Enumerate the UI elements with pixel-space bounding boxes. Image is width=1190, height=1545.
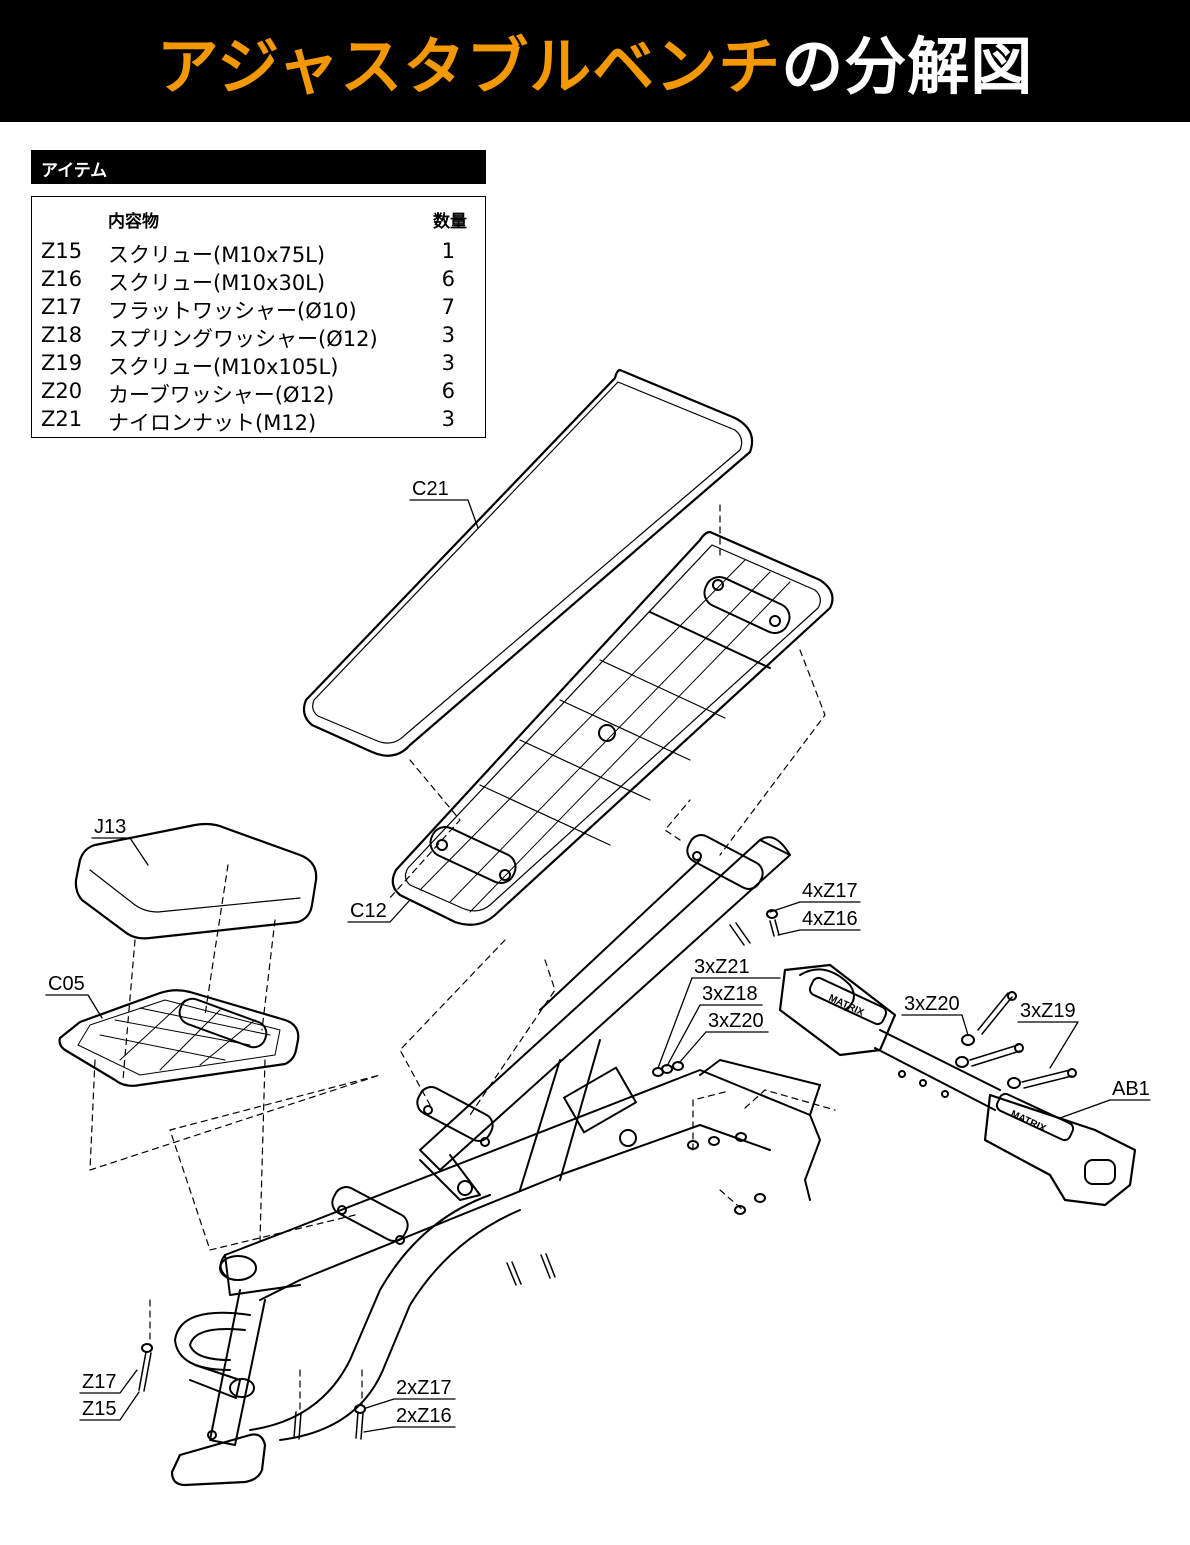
row-qty: 6: [441, 379, 455, 403]
row-qty: 3: [441, 351, 455, 375]
row-code: Z17: [41, 295, 83, 319]
row-qty: 3: [441, 407, 455, 431]
seat-plate-c05: [58, 989, 300, 1087]
label-3xz18: 3xZ18: [702, 983, 758, 1005]
callout-labels: C21 C12 J13 C05 AB1 4xZ17 4xZ16 3xZ21 3x…: [48, 478, 1150, 1427]
table-row: Z21 ナイロンナット(M12) 3: [32, 407, 485, 435]
table-row: Z17 フラットワッシャー(Ø10) 7: [32, 295, 485, 323]
row-code: Z20: [41, 379, 83, 403]
table-row: Z19 スクリュー(M10x105L) 3: [32, 351, 485, 379]
row-desc: スクリュー(M10x105L): [108, 355, 339, 379]
table-row: Z20 カーブワッシャー(Ø12) 6: [32, 379, 485, 407]
bracket-plates: [331, 834, 764, 1245]
rear-stabilizer-ab1: [778, 963, 1137, 1207]
title-highlight: アジャスタブルベンチ: [156, 30, 782, 103]
support-beam: [419, 836, 791, 1201]
fasteners: [138, 909, 1077, 1440]
row-code: Z19: [41, 351, 83, 375]
label-z15: Z15: [82, 1398, 116, 1420]
row-desc: カーブワッシャー(Ø12): [108, 383, 335, 407]
label-c05: C05: [48, 973, 85, 995]
row-desc: スクリュー(M10x30L): [108, 271, 326, 295]
row-qty: 3: [441, 323, 455, 347]
label-2xz17: 2xZ17: [396, 1377, 452, 1399]
label-3xz20-right: 3xZ20: [904, 993, 960, 1015]
page-title: アジャスタブルベンチの分解図: [0, 0, 1190, 122]
label-3xz20-left: 3xZ20: [708, 1010, 764, 1032]
row-code: Z18: [41, 323, 83, 347]
row-desc: ナイロンナット(M12): [108, 411, 317, 435]
label-ab1: AB1: [1112, 1078, 1150, 1100]
row-code: Z15: [41, 239, 83, 263]
table-row: Z16 スクリュー(M10x30L) 6: [32, 267, 485, 295]
title-rest: の分解図: [781, 30, 1034, 103]
label-c21: C21: [412, 478, 449, 500]
front-leg: [170, 1289, 267, 1487]
label-z17: Z17: [82, 1371, 116, 1393]
col-qty-header: 数量: [433, 212, 467, 232]
row-desc: スプリングワッシャー(Ø12): [108, 327, 378, 351]
seat-pad-j13: [74, 822, 318, 940]
assembly-dashed-lines: [89, 504, 836, 1411]
row-qty: 1: [441, 239, 455, 263]
row-desc: フラットワッシャー(Ø10): [108, 299, 357, 323]
label-c12: C12: [350, 900, 387, 922]
back-plate-c12: [391, 530, 834, 926]
main-frame: [219, 1059, 821, 1441]
row-qty: 6: [441, 267, 455, 291]
label-j13: J13: [94, 816, 126, 838]
label-3xz19: 3xZ19: [1020, 1000, 1076, 1022]
table-row: Z18 スプリングワッシャー(Ø12) 3: [32, 323, 485, 351]
items-header: アイテム: [41, 161, 108, 181]
items-header-bar: アイテム: [31, 150, 486, 184]
label-3xz21: 3xZ21: [694, 956, 750, 978]
label-2xz16: 2xZ16: [396, 1405, 452, 1427]
table-row: Z15 スクリュー(M10x75L) 1: [32, 239, 485, 267]
col-content-header: 内容物: [108, 212, 159, 232]
leader-lines: [45, 499, 1151, 1433]
label-4xz17: 4xZ17: [802, 880, 858, 902]
row-code: Z16: [41, 267, 83, 291]
row-code: Z21: [41, 407, 83, 431]
parts-table: 内容物 数量 Z15 スクリュー(M10x75L) 1 Z16 スクリュー(M1…: [31, 196, 486, 438]
label-4xz16: 4xZ16: [802, 908, 858, 930]
title-banner: [0, 0, 1190, 122]
row-qty: 7: [441, 295, 455, 319]
back-pad-c21: [302, 368, 754, 757]
row-desc: スクリュー(M10x75L): [108, 243, 326, 267]
